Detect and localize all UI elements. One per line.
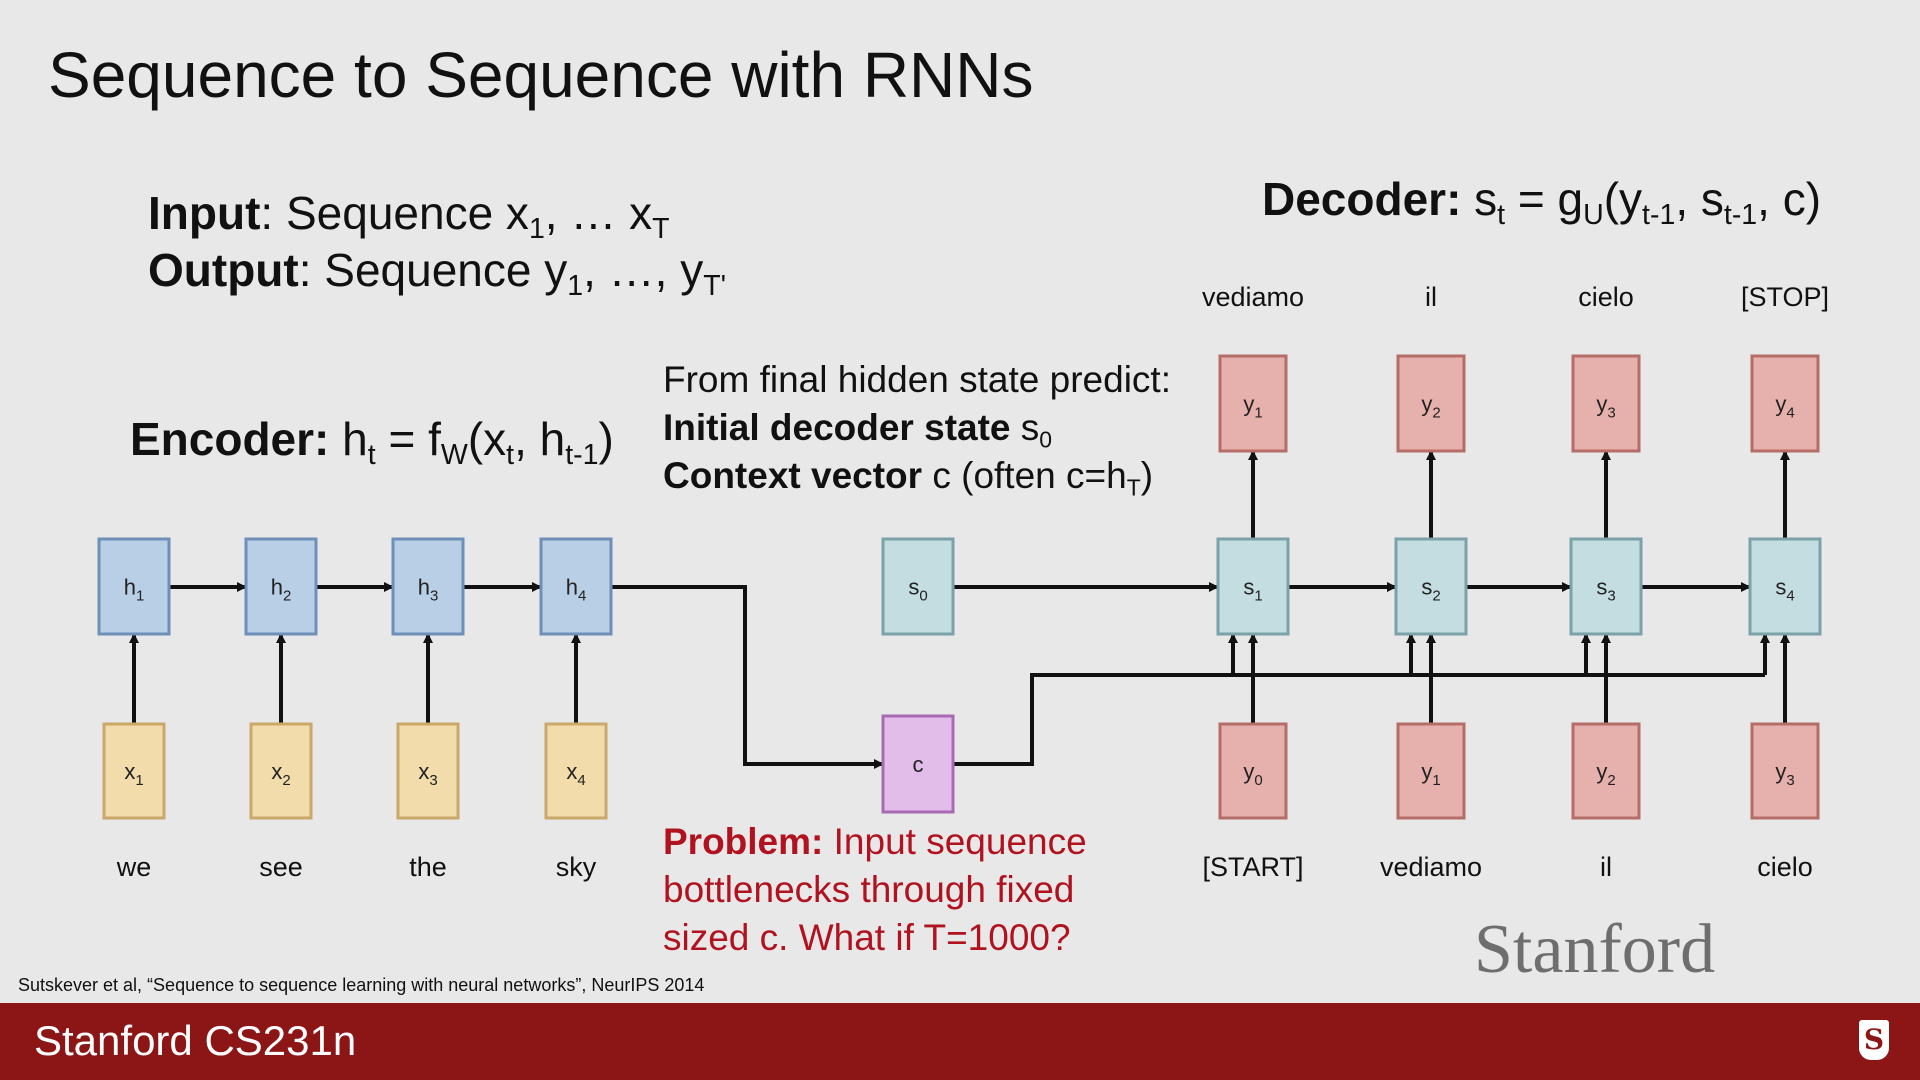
svg-text:s4: s4 bbox=[1775, 575, 1794, 605]
edge-h4-to-c bbox=[611, 585, 884, 769]
svg-text:y2: y2 bbox=[1596, 759, 1615, 789]
decoder-input-1: y0 bbox=[1218, 722, 1288, 820]
svg-text:s0: s0 bbox=[908, 575, 927, 605]
output-label: Output bbox=[148, 244, 299, 296]
decoder-output-3: y3 bbox=[1571, 354, 1641, 453]
svg-text:h4: h4 bbox=[566, 575, 587, 605]
decoder-input-2: y1 bbox=[1396, 722, 1466, 820]
decoder-input-word-3: il bbox=[1600, 852, 1612, 882]
decoder-input-4: y3 bbox=[1750, 722, 1820, 820]
slide-title: Sequence to Sequence with RNNs bbox=[48, 39, 1034, 111]
svg-text:x2: x2 bbox=[271, 759, 290, 789]
svg-text:h1: h1 bbox=[124, 575, 145, 605]
footer-bar: Stanford CS231n S bbox=[0, 1003, 1920, 1080]
seq2seq-diagram: h1 x1 h2 x2 h3 x3 h4 x4 s0 c s1 y1 y0 s2 y2 y1 s3 y3 y2 s4 y… bbox=[97, 282, 1829, 882]
encoder-input-3: x3 bbox=[396, 722, 460, 820]
svg-text:s3: s3 bbox=[1596, 575, 1615, 605]
stanford-tree-logo-icon: S bbox=[1859, 1020, 1889, 1060]
input-label: Input bbox=[148, 187, 261, 239]
svg-text:c: c bbox=[913, 752, 924, 777]
svg-text:y3: y3 bbox=[1596, 392, 1615, 422]
decoder-state-2: s2 bbox=[1394, 537, 1468, 636]
decoder-input-word-2: vediamo bbox=[1380, 852, 1482, 882]
svg-text:x3: x3 bbox=[418, 759, 437, 789]
decoder-output-1: y1 bbox=[1218, 354, 1288, 453]
svg-text:x4: x4 bbox=[566, 759, 585, 789]
decoder-output-4: y4 bbox=[1750, 354, 1820, 453]
decoder-input-3: y2 bbox=[1571, 722, 1641, 820]
decoder-input-word-1: [START] bbox=[1202, 852, 1303, 882]
encoder-input-1: x1 bbox=[102, 722, 166, 820]
svg-text:y1: y1 bbox=[1243, 392, 1262, 422]
decoder-state-3: s3 bbox=[1569, 537, 1643, 636]
svg-text:y0: y0 bbox=[1243, 759, 1262, 789]
encoder-input-2: x2 bbox=[249, 722, 313, 820]
problem-note: Problem: Input sequence bottlenecks thro… bbox=[663, 821, 1087, 958]
footer-course-title: Stanford CS231n bbox=[34, 1017, 357, 1064]
svg-text:y3: y3 bbox=[1775, 759, 1794, 789]
encoder-label: Encoder: bbox=[130, 413, 330, 465]
encoder-word-3: the bbox=[409, 852, 447, 882]
decoder-output-word-1: vediamo bbox=[1202, 282, 1304, 312]
decoder-input-word-4: cielo bbox=[1757, 852, 1813, 882]
svg-text:s1: s1 bbox=[1243, 575, 1262, 605]
problem-label: Problem: bbox=[663, 821, 824, 862]
output-line: Output: Sequence y1, …, yT' bbox=[148, 244, 727, 303]
from-final-hidden-state-note: From final hidden state predict: Initial… bbox=[663, 359, 1171, 501]
svg-text:y2: y2 bbox=[1421, 392, 1440, 422]
initial-decoder-state-s0: s0 bbox=[881, 537, 955, 636]
input-output-spec: Input: Sequence x1, … xT Output: Sequenc… bbox=[148, 185, 727, 303]
decoder-output-word-2: il bbox=[1425, 282, 1437, 312]
context-vector-c: c bbox=[881, 714, 955, 814]
decoder-output-word-3: cielo bbox=[1578, 282, 1634, 312]
encoder-hidden-4: h4 bbox=[539, 537, 613, 636]
edge-c-broadcast bbox=[953, 673, 1765, 766]
encoder-hidden-1: h1 bbox=[97, 537, 171, 636]
citation: Sutskever et al, “Sequence to sequence l… bbox=[18, 975, 705, 995]
stanford-wordmark: Stanford bbox=[1474, 911, 1716, 988]
decoder-output-word-4: [STOP] bbox=[1741, 282, 1829, 312]
encoder-word-2: see bbox=[259, 852, 303, 882]
decoder-state-1: s1 bbox=[1216, 537, 1290, 636]
input-line: Input: Sequence x1, … xT bbox=[148, 187, 670, 246]
encoder-equation: Encoder: ht = fW(xt, ht-1) bbox=[130, 413, 614, 472]
encoder-word-4: sky bbox=[556, 852, 597, 882]
encoder-hidden-3: h3 bbox=[391, 537, 465, 636]
decoder-label: Decoder: bbox=[1262, 173, 1462, 225]
svg-text:h3: h3 bbox=[418, 575, 439, 605]
svg-text:s2: s2 bbox=[1421, 575, 1440, 605]
encoder-hidden-2: h2 bbox=[244, 537, 318, 636]
svg-text:y4: y4 bbox=[1775, 392, 1794, 422]
svg-text:y1: y1 bbox=[1421, 759, 1440, 789]
svg-text:h2: h2 bbox=[271, 575, 292, 605]
svg-text:x1: x1 bbox=[124, 759, 143, 789]
encoder-word-1: we bbox=[116, 852, 152, 882]
decoder-equation: Decoder: st = gU(yt-1, st-1, c) bbox=[1262, 173, 1822, 232]
encoder-input-4: x4 bbox=[544, 722, 608, 820]
decoder-state-4: s4 bbox=[1748, 537, 1822, 636]
decoder-output-2: y2 bbox=[1396, 354, 1466, 453]
